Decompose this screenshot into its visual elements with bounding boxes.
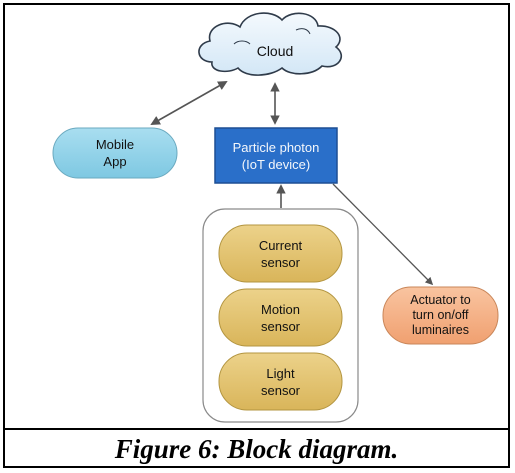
- light-sensor-node: [218, 352, 343, 411]
- current-sensor-node: [218, 224, 343, 283]
- arrow-photon-actuator: [332, 183, 434, 286]
- arrow-mobile-app-cloud: [150, 81, 228, 125]
- motion-sensor-node: [218, 288, 343, 347]
- photon-node: [214, 127, 338, 184]
- mobile-app-node: [52, 127, 178, 179]
- actuator-node: [382, 286, 499, 345]
- caption-divider: [3, 428, 510, 430]
- figure-caption: Figure 6: Block diagram.: [114, 433, 399, 464]
- cloud-node: [198, 12, 342, 76]
